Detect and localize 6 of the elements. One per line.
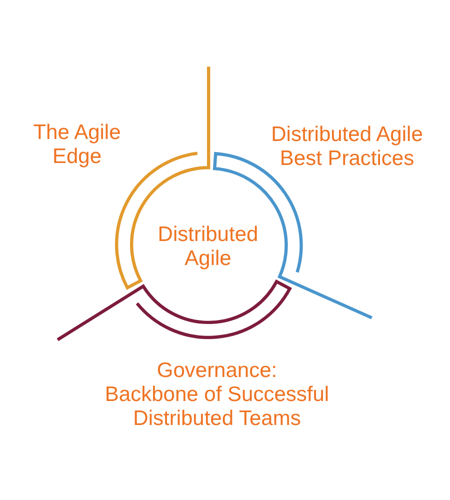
segment-label: Backbone of Successful Distributed Teams (104, 383, 330, 431)
center-title: Distributed Agile (156, 223, 260, 271)
segment-label: Governance: (156, 359, 278, 383)
arc-segment (55, 278, 293, 342)
segment-label: The Agile Edge (32, 121, 122, 169)
segment-label: Distributed Agile Best Practices (270, 123, 424, 171)
